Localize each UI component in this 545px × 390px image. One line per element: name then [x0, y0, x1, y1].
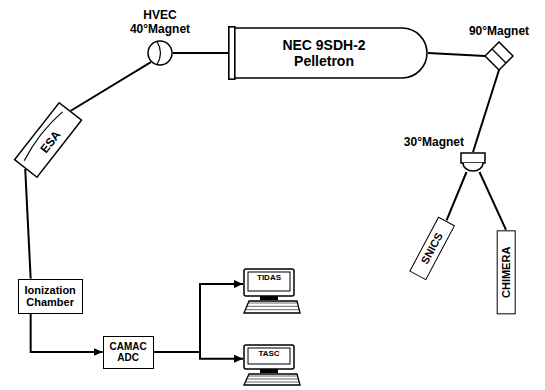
node-label: HVEC 40°Magnet: [130, 9, 190, 37]
beam-line: [154, 284, 243, 352]
electrostatic-analyzer: ESA: [13, 102, 82, 179]
node-label: Ionization Chamber: [25, 284, 76, 309]
beam-line: [31, 314, 103, 352]
monitor-screen: [248, 348, 290, 364]
magnet-symbol: [147, 40, 173, 66]
magnet-outline: [485, 42, 513, 70]
beam-line: [71, 62, 151, 111]
computer-icon: TASC: [243, 344, 301, 386]
magnet-outline: [148, 41, 172, 65]
keyboard: [244, 374, 300, 385]
computer-icon: TIDAS: [243, 268, 301, 314]
monitor-screen: [248, 272, 290, 291]
analyzer-box: [15, 103, 82, 178]
bending-magnet: 90°Magnet: [485, 42, 513, 70]
keyboard-row: [246, 309, 299, 310]
ion-source: SNICS: [409, 216, 455, 279]
keyboard: [244, 301, 300, 313]
ion-source: CHIMERA: [497, 230, 516, 314]
monitor-stand: [260, 369, 278, 373]
tank-body: [234, 28, 427, 78]
keyboard-row: [247, 379, 298, 380]
tank-flange: [229, 27, 235, 79]
monitor-case: [244, 345, 294, 369]
beam-line: [480, 172, 507, 230]
node-label: NEC 9SDH-2 Pelletron: [265, 37, 383, 69]
keyboard-row: [248, 376, 297, 377]
monitor-case: [244, 269, 294, 296]
adc-box: CAMAC ADC: [103, 336, 154, 369]
keyboard-row: [248, 303, 297, 304]
node-label: CAMAC ADC: [110, 341, 147, 364]
detector-box: Ionization Chamber: [18, 279, 83, 314]
magnet-label: 90°Magnet: [469, 25, 529, 39]
magnet-label: HVEC 40°Magnet: [130, 9, 190, 37]
node-label: CHIMERA: [500, 246, 513, 297]
magnet-pole: [463, 163, 483, 171]
node-label: 30°Magnet: [404, 136, 464, 150]
magnet-pole: [157, 42, 161, 65]
beam-line: [173, 52, 228, 54]
bending-magnet: HVEC 40°Magnet: [147, 40, 173, 66]
magnet-pole: [492, 49, 506, 63]
magnet-outline: [461, 153, 485, 163]
beam-line: [447, 172, 467, 220]
beam-line: [25, 169, 30, 279]
monitor-stand: [260, 296, 278, 300]
beam-line: [428, 53, 485, 56]
beam-line: [154, 352, 243, 359]
magnet-symbol: [485, 42, 513, 70]
magnet-label: 30°Magnet: [404, 136, 464, 150]
screen-label: TASC: [248, 348, 290, 360]
screen-label: TIDAS: [248, 272, 290, 284]
keyboard-row: [246, 382, 299, 383]
node-label: SNICS: [419, 230, 446, 266]
magnet-symbol: [460, 152, 486, 172]
node-label: TASC: [258, 349, 279, 358]
node-label: 90°Magnet: [469, 25, 529, 39]
node-label: TIDAS: [257, 273, 281, 282]
accelerator-tank: NEC 9SDH-2 Pelletron: [228, 26, 428, 80]
keyboard-row: [247, 306, 298, 307]
switching-magnet: 30°Magnet: [460, 152, 486, 172]
beam-line: [473, 70, 499, 152]
